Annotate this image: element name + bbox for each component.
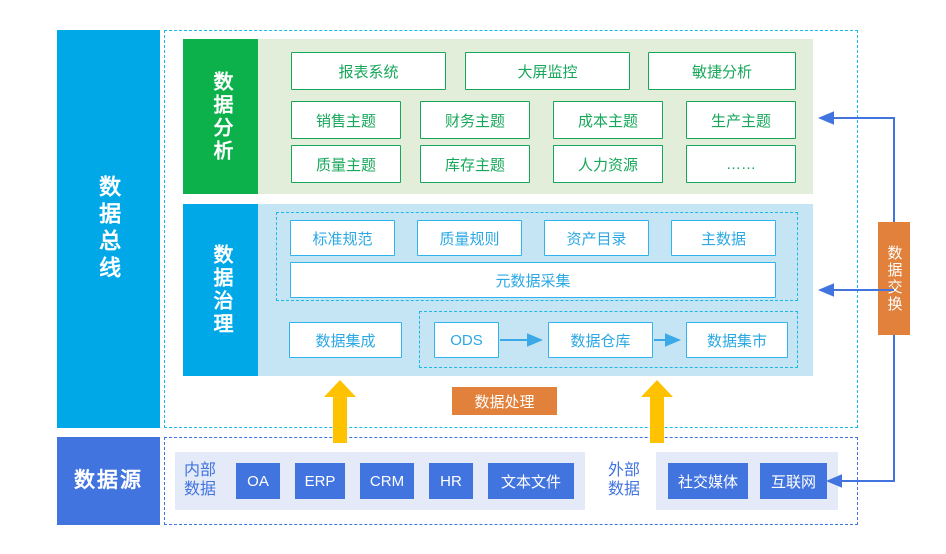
source-box-internet[interactable]: 互联网 xyxy=(760,463,827,499)
analysis-box-hr[interactable]: 人力资源 xyxy=(553,145,663,183)
platform-container xyxy=(164,30,858,428)
data-exchange-label: 数据交换 xyxy=(885,244,903,313)
data-source-label: 数据源 xyxy=(74,468,143,492)
analysis-box-production[interactable]: 生产主题 xyxy=(686,101,796,139)
internal-data-label: 内部数据 xyxy=(172,455,228,507)
source-box-hr[interactable]: HR xyxy=(429,463,473,499)
governance-label-bar: 数据治理 xyxy=(183,204,258,376)
analysis-box-quality[interactable]: 质量主题 xyxy=(291,145,401,183)
analysis-box-finance[interactable]: 财务主题 xyxy=(420,101,530,139)
analysis-box-bigscreen[interactable]: 大屏监控 xyxy=(465,52,630,90)
analysis-box-inventory[interactable]: 库存主题 xyxy=(420,145,530,183)
analysis-box-cost[interactable]: 成本主题 xyxy=(553,101,663,139)
source-box-crm[interactable]: CRM xyxy=(360,463,414,499)
external-data-label: 外部数据 xyxy=(596,455,652,507)
pipeline-box-datamart[interactable]: 数据集市 xyxy=(686,322,788,358)
analysis-box-report[interactable]: 报表系统 xyxy=(291,52,446,90)
governance-label: 数据治理 xyxy=(210,244,232,336)
warehouse-pipeline-container xyxy=(419,311,798,368)
source-box-erp[interactable]: ERP xyxy=(295,463,345,499)
analysis-label-bar: 数据分析 xyxy=(183,39,258,194)
external-data-label-text: 外部数据 xyxy=(607,462,640,498)
gov-box-standard[interactable]: 标准规范 xyxy=(290,220,395,256)
data-bus-bar: 数据总线 xyxy=(57,30,160,428)
data-source-bar: 数据源 xyxy=(57,437,160,525)
gov-box-quality[interactable]: 质量规则 xyxy=(417,220,522,256)
pipeline-box-ods[interactable]: ODS xyxy=(434,322,499,358)
internal-data-label-text: 内部数据 xyxy=(183,462,216,498)
data-bus-label: 数据总线 xyxy=(96,175,122,283)
governance-inner-container xyxy=(276,212,798,301)
gov-box-integration[interactable]: 数据集成 xyxy=(289,322,402,358)
analysis-box-more[interactable]: …… xyxy=(686,145,796,183)
source-box-socialmedia[interactable]: 社交媒体 xyxy=(668,463,748,499)
gov-box-masterdata[interactable]: 主数据 xyxy=(671,220,776,256)
analysis-label: 数据分析 xyxy=(210,70,232,163)
gov-box-catalog[interactable]: 资产目录 xyxy=(544,220,649,256)
gov-box-metadata[interactable]: 元数据采集 xyxy=(290,262,776,298)
pipeline-box-warehouse[interactable]: 数据仓库 xyxy=(548,322,653,358)
source-box-oa[interactable]: OA xyxy=(236,463,280,499)
data-processing-block[interactable]: 数据处理 xyxy=(452,387,557,415)
upload-arrow-right xyxy=(641,380,673,443)
data-exchange-block[interactable]: 数据交换 xyxy=(878,222,910,335)
upload-arrow-left xyxy=(324,380,356,443)
analysis-box-sales[interactable]: 销售主题 xyxy=(291,101,401,139)
source-box-textfile[interactable]: 文本文件 xyxy=(488,463,574,499)
analysis-box-agile[interactable]: 敏捷分析 xyxy=(648,52,796,90)
